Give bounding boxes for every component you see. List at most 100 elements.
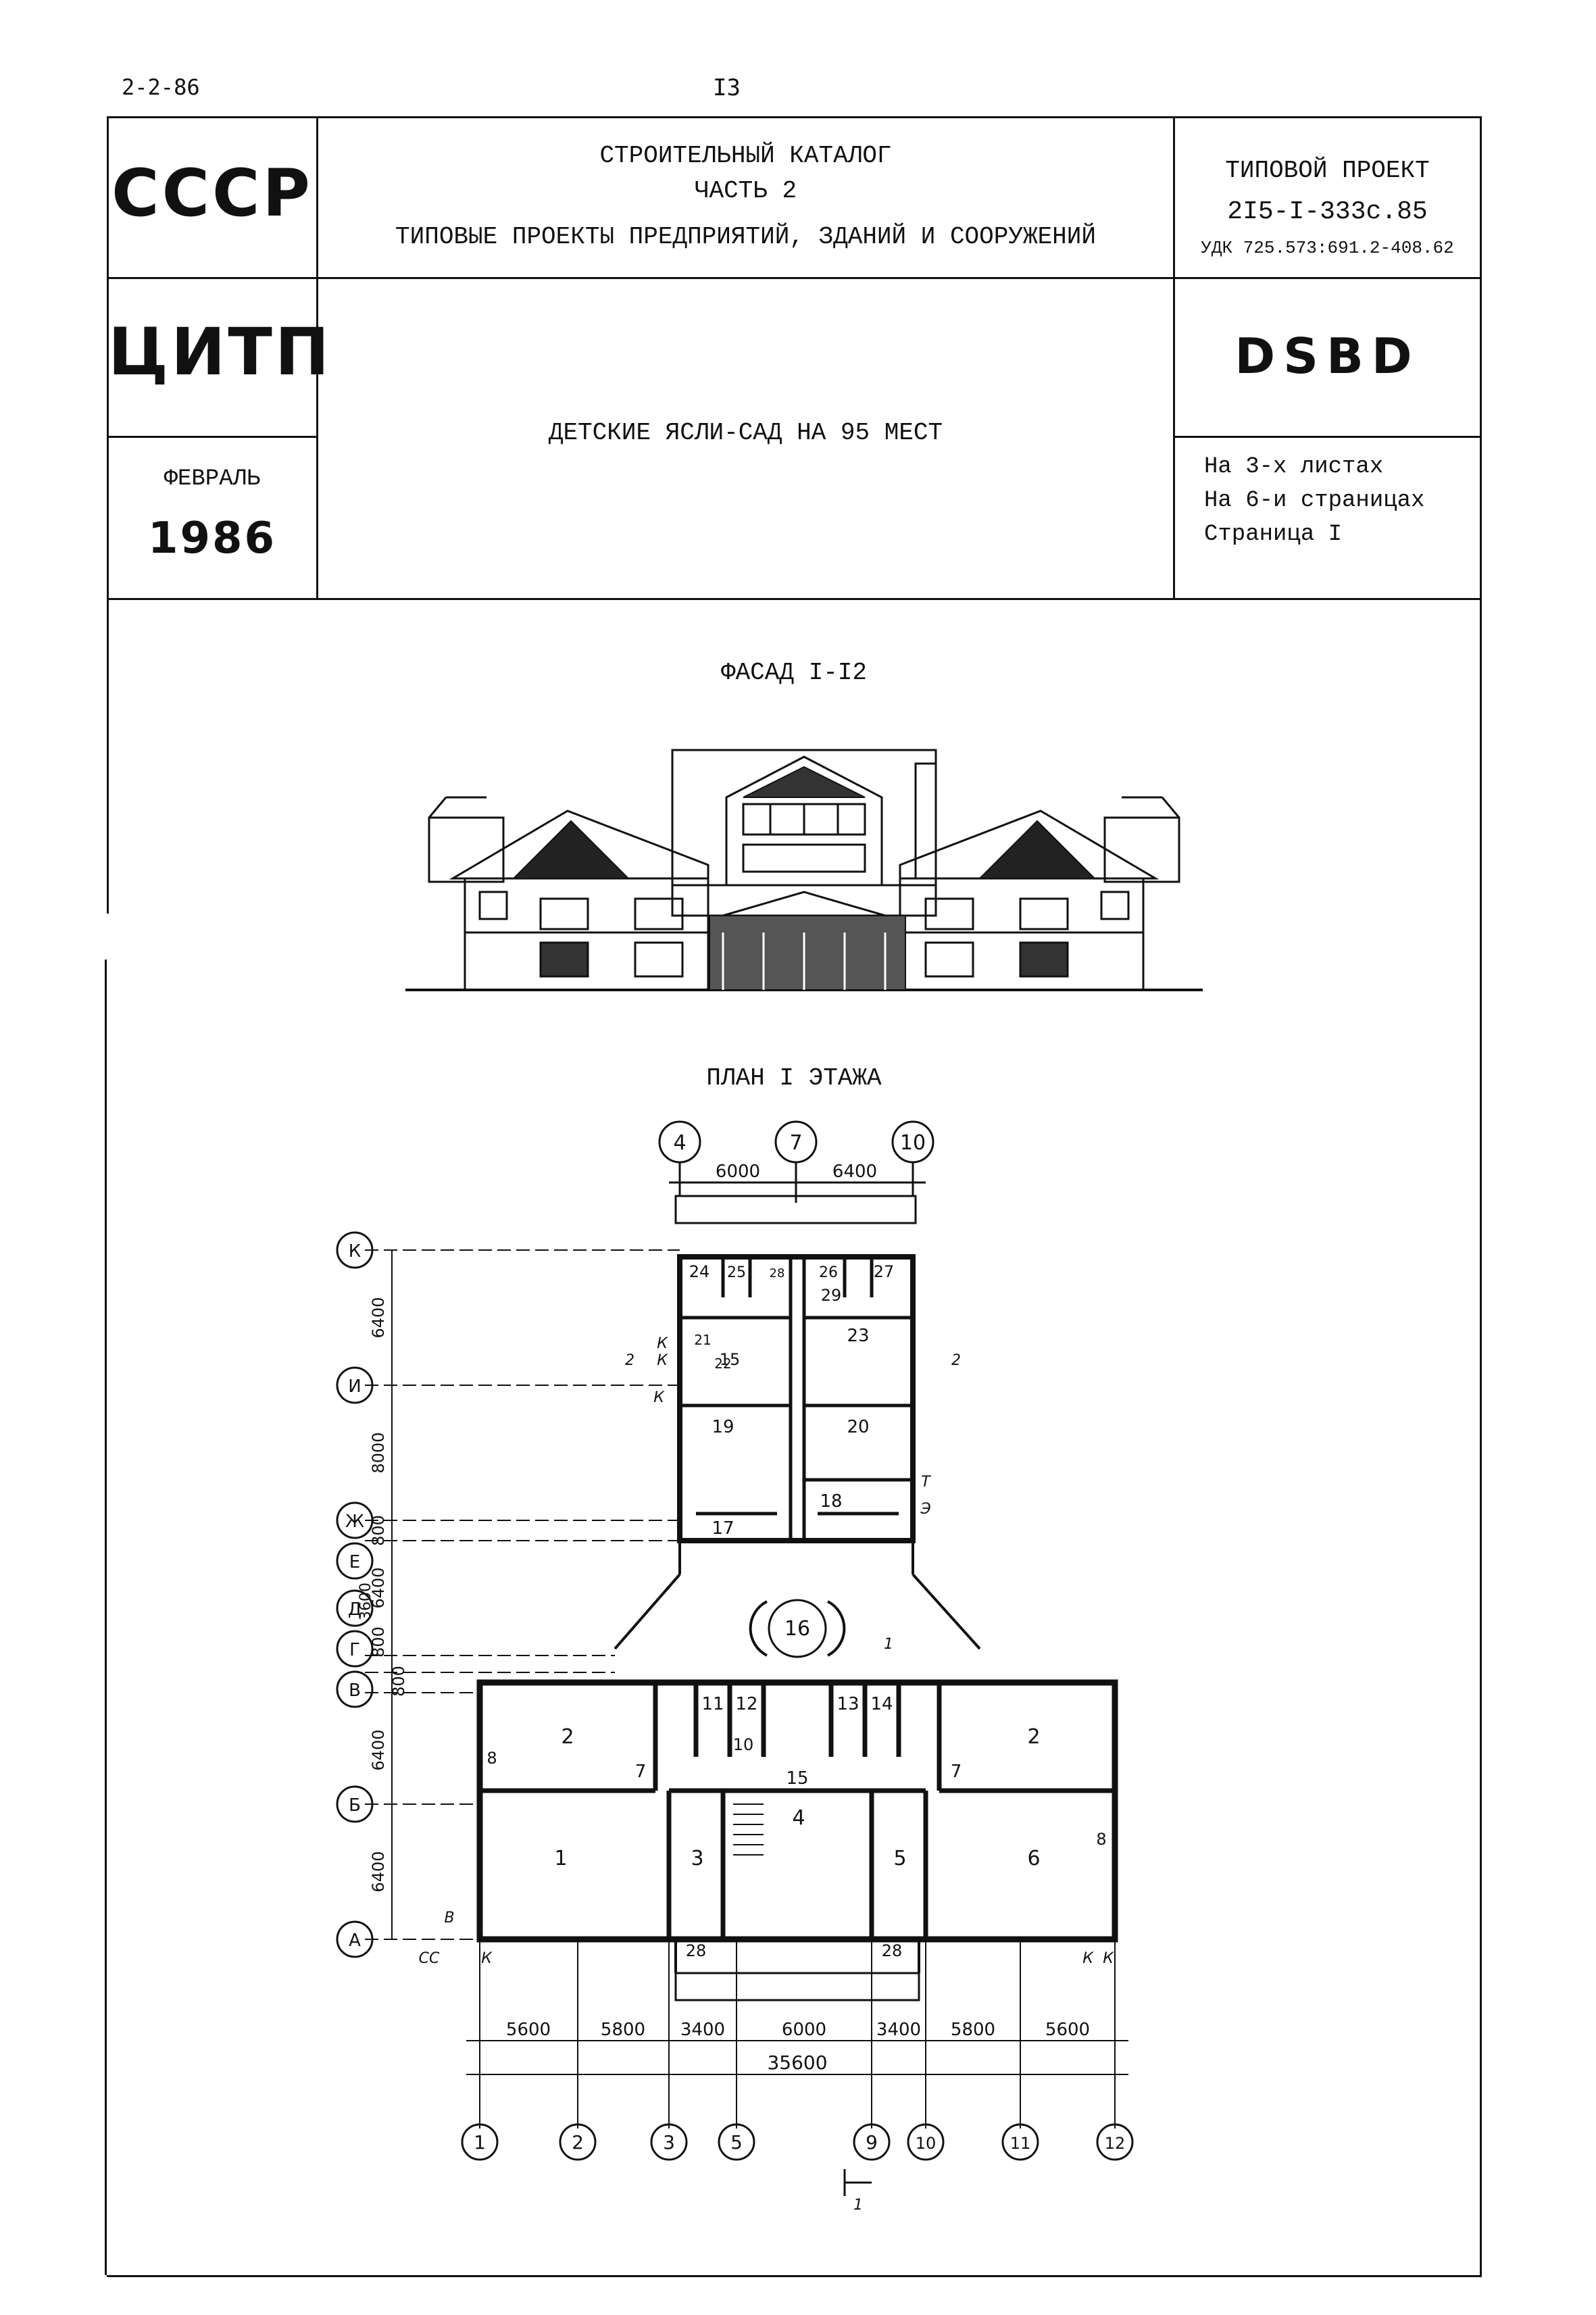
header-bottom-rule <box>107 598 1480 600</box>
header-vrule-2 <box>1173 116 1175 598</box>
left-dim: 800 <box>389 1666 408 1697</box>
header-hrule-1 <box>107 277 1480 279</box>
mark-label: К <box>657 1335 668 1352</box>
room-number: 3 <box>691 1847 703 1870</box>
project-label: ТИПОВОЙ ПРОЕКТ <box>1225 157 1430 184</box>
catalog-code: DSBD <box>1235 328 1420 384</box>
room-number: 1 <box>554 1847 567 1870</box>
top-dim: 6400 <box>832 1162 877 1182</box>
left-dim: 800 <box>369 1515 388 1546</box>
left-axis-label: В <box>349 1681 361 1701</box>
bottom-axis-label: 1 <box>474 2131 486 2154</box>
facade-title: ФАСАД I-I2 <box>720 659 868 687</box>
left-axis-label: Д <box>348 1599 361 1620</box>
org-label: ЦИТП <box>108 314 332 390</box>
room-number: 7 <box>951 1762 962 1782</box>
document-title: ДЕТСКИЕ ЯСЛИ-САД НА 95 МЕСТ <box>548 419 943 447</box>
room-number: 26 <box>819 1264 838 1281</box>
room-number: 29 <box>821 1286 842 1305</box>
country-label: СССР <box>111 155 313 231</box>
room-number: 25 <box>727 1264 746 1281</box>
floor-plan: 4 7 10 6000 6400 К И Ж Е Д Г В Б А 6400 … <box>336 1120 1134 2210</box>
left-axis-label: Е <box>349 1552 360 1572</box>
catalog-line3: ТИПОВЫЕ ПРОЕКТЫ ПРЕДПРИЯТИЙ, ЗДАНИЙ И СО… <box>395 223 1096 251</box>
room-number: 28 <box>686 1941 707 1960</box>
room-number: 28 <box>770 1266 785 1280</box>
left-axis-label: Ж <box>345 1512 364 1532</box>
room-number: 27 <box>874 1262 895 1281</box>
bottom-dim: 3400 <box>680 2020 725 2040</box>
room-number: 21 <box>694 1332 711 1348</box>
room-number: 8 <box>487 1749 497 1768</box>
mark-label: 1 <box>853 2197 863 2210</box>
mark-label: В <box>444 1910 454 1926</box>
bottom-dim: 5800 <box>601 2020 645 2040</box>
room-number: 12 <box>735 1694 757 1714</box>
mark-label: 1 <box>884 1636 893 1653</box>
bottom-dim: 5600 <box>1045 2020 1090 2040</box>
room-number: 4 <box>792 1806 805 1830</box>
left-axis-label: Г <box>349 1640 360 1660</box>
mark-label: К <box>1103 1950 1114 1967</box>
bottom-axis-label: 9 <box>866 2131 878 2154</box>
sheets-count: На 3-х листах <box>1204 454 1384 480</box>
left-axis-label: И <box>348 1376 361 1397</box>
header-hrule-left <box>107 436 318 438</box>
page-index: Страница I <box>1204 522 1343 547</box>
bottom-axis-label: 11 <box>1010 2134 1031 2153</box>
top-axis-label: 4 <box>673 1131 686 1155</box>
top-axis-label: 10 <box>900 1131 926 1155</box>
mark-label: К <box>657 1352 668 1369</box>
frame-left-lower <box>105 960 107 2275</box>
room-number: 23 <box>847 1326 869 1346</box>
bottom-axis-label: 5 <box>730 2131 743 2154</box>
mark-label: 2 <box>625 1352 634 1369</box>
date-month: ФЕВРАЛЬ <box>164 466 261 492</box>
page-frame <box>107 116 1482 2277</box>
plan-title: ПЛАН I ЭТАЖА <box>706 1064 882 1092</box>
left-axis-label: А <box>349 1931 361 1951</box>
left-dim: 6400 <box>369 1729 388 1770</box>
project-number: 2I5-I-333с.85 <box>1227 197 1428 226</box>
pages-count: На 6-и страницах <box>1204 488 1425 514</box>
left-dim: 6400 <box>369 1297 388 1338</box>
header-vrule-1 <box>316 116 318 598</box>
bottom-dim: 3400 <box>876 2020 921 2040</box>
room-number: 10 <box>733 1735 754 1754</box>
room-number: 14 <box>870 1694 893 1714</box>
catalog-line1: СТРОИТЕЛЬНЫЙ КАТАЛОГ <box>599 142 892 170</box>
catalog-line2: ЧАСТЬ 2 <box>694 177 797 205</box>
bottom-dim: 5800 <box>951 2020 995 2040</box>
date-year: 1986 <box>147 514 277 564</box>
left-axis-label: К <box>349 1241 361 1262</box>
room-number: 8 <box>1096 1830 1106 1849</box>
left-dim: 6400 <box>369 1851 388 1892</box>
bottom-axis-label: 2 <box>572 2131 584 2154</box>
room-number: 2 <box>1027 1725 1040 1749</box>
mark-label: 2 <box>951 1352 961 1369</box>
mark-label: Э <box>920 1501 930 1518</box>
room-number: 13 <box>837 1694 859 1714</box>
page-number: I3 <box>713 74 741 101</box>
mark-label: К <box>653 1389 665 1406</box>
udk-code: УДК 725.573:691.2-408.62 <box>1201 238 1454 258</box>
room-number: 2 <box>561 1725 574 1749</box>
frame-left-upper <box>107 116 109 914</box>
room-number: 16 <box>784 1617 810 1641</box>
left-axis-label: Б <box>349 1795 361 1816</box>
room-number: 19 <box>712 1417 734 1437</box>
top-dim: 6000 <box>716 1162 760 1182</box>
mark-label: Т <box>921 1474 931 1491</box>
left-dim-extra: 3600 <box>357 1583 374 1620</box>
mark-label: СС <box>419 1950 440 1967</box>
room-number: 5 <box>893 1847 906 1870</box>
bottom-dim: 5600 <box>506 2020 551 2040</box>
mark-label: К <box>481 1950 493 1967</box>
bottom-dim: 6000 <box>782 2020 826 2040</box>
header-hrule-right <box>1173 436 1480 438</box>
room-number: 28 <box>882 1941 903 1960</box>
bottom-axis-label: 10 <box>916 2134 937 2153</box>
room-number: 22 <box>714 1355 731 1372</box>
facade-drawing <box>405 749 1203 991</box>
left-dim: 800 <box>369 1626 388 1658</box>
